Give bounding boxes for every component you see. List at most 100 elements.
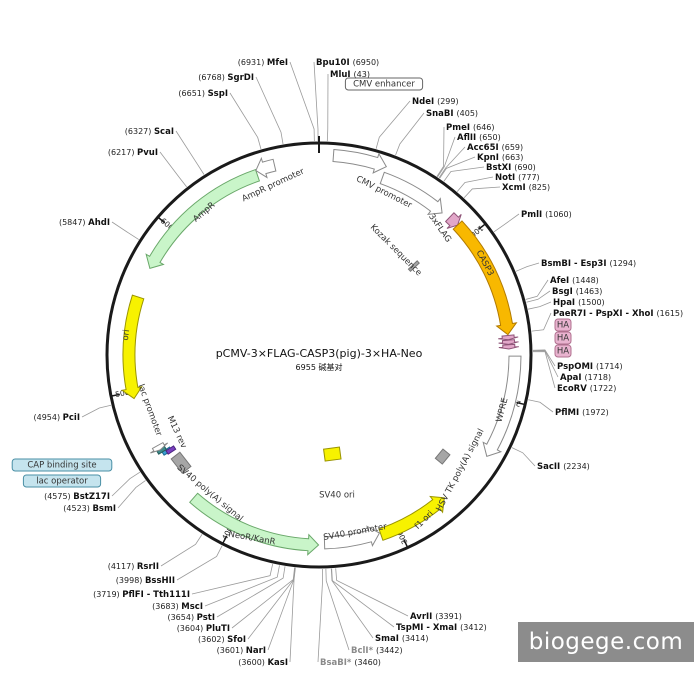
tick-6000 xyxy=(157,216,166,224)
site-position: (6931) xyxy=(238,58,267,67)
site-name: SnaBI xyxy=(426,109,457,119)
site-name: AvrII xyxy=(410,612,435,622)
leader-kpni xyxy=(439,156,476,179)
site-pspomi: PspOMI (1714) xyxy=(557,362,623,372)
leader-pflmi xyxy=(528,399,554,413)
site-name: TspMI - XmaI xyxy=(396,623,460,633)
site-position: (4117) xyxy=(108,562,137,571)
feature-3xflag xyxy=(444,212,462,229)
site-name: XcmI xyxy=(502,183,529,193)
site-xcmi: XcmI (825) xyxy=(502,183,550,193)
plasmid-title: pCMV-3×FLAG-CASP3(pig)-3×HA-Neo xyxy=(216,347,423,360)
site-position: (1500) xyxy=(578,298,605,307)
feature-label-lac-promoter: lac promoter xyxy=(136,383,164,438)
site-position: (1722) xyxy=(590,384,617,393)
site-name: PaeR7I - PspXI - XhoI xyxy=(553,309,657,319)
site-mfei: (6931) MfeI xyxy=(238,58,288,68)
site-name: PvuI xyxy=(137,148,158,158)
feature-ampr-promoter xyxy=(255,156,277,179)
site-position: (1448) xyxy=(572,276,599,285)
leader-ecorv xyxy=(532,351,556,389)
site-name: AflII xyxy=(457,133,479,143)
site-name: PmeI xyxy=(446,123,473,133)
site-position: (3719) xyxy=(93,590,122,599)
site-position: (3414) xyxy=(402,634,429,643)
leader-bsmi xyxy=(117,480,146,509)
site-position: (3601) xyxy=(217,646,246,655)
site-position: (3442) xyxy=(376,646,403,655)
feature-hsv-tk-poly-a-signal xyxy=(434,448,451,465)
site-position: (3604) xyxy=(177,624,206,633)
site-pmli: PmlI (1060) xyxy=(521,210,572,220)
leader-kasi xyxy=(289,567,296,663)
leader-bstz17i xyxy=(111,471,141,497)
plasmid-size: 6955 碱基对 xyxy=(296,362,343,372)
site-psti: (3654) PstI xyxy=(167,613,215,623)
feature-m13-rev xyxy=(165,445,177,455)
site-name: AhdI xyxy=(88,218,110,228)
leader-afei xyxy=(525,279,549,300)
site-position: (3412) xyxy=(460,623,487,632)
site-position: (1714) xyxy=(596,362,623,371)
watermark: biogege.com xyxy=(528,629,684,655)
site-ndei: NdeI (299) xyxy=(412,97,459,107)
site-pvui: (6217) PvuI xyxy=(108,148,158,158)
feature-ha-2 xyxy=(498,339,519,345)
site-bpu10i: Bpu10I (6950) xyxy=(316,58,379,68)
site-name: PmlI xyxy=(521,210,545,220)
site-sfoi: (3602) SfoI xyxy=(198,635,246,645)
site-name: MluI xyxy=(330,70,354,80)
site-position: (299) xyxy=(437,97,459,106)
site-kasi: (3600) KasI xyxy=(238,658,288,668)
site-noti: NotI (777) xyxy=(495,173,540,183)
site-rsrii: (4117) RsrII xyxy=(108,562,159,572)
site-name: SmaI xyxy=(375,634,402,644)
site-bsshii: (3998) BssHII xyxy=(116,576,175,586)
site-leader-lines xyxy=(81,61,559,663)
feature-label-cmv-enhancer-box xyxy=(344,77,424,91)
site-name: Acc65I xyxy=(467,143,502,153)
feature-label-sv40-ori: SV40 ori xyxy=(319,491,355,501)
site-bstxi: BstXI (690) xyxy=(486,163,536,173)
leader-smai xyxy=(330,568,374,639)
site-position: (4523) xyxy=(63,504,92,513)
site-name: NdeI xyxy=(412,97,437,107)
leader-pcii xyxy=(81,404,112,418)
site-bstz17i: (4575) BstZ17I xyxy=(44,492,110,502)
leader-hpai xyxy=(527,301,552,310)
feature-ha-1 xyxy=(498,334,519,341)
site-bcli: BclI* (3442) xyxy=(351,646,403,656)
tick-1000 xyxy=(477,223,486,230)
site-position: (690) xyxy=(514,163,536,172)
leader-sfoi xyxy=(247,567,296,640)
site-mlui: MluI (43) xyxy=(330,70,370,80)
site-position: (43) xyxy=(354,70,370,79)
site-position: (1294) xyxy=(609,259,636,268)
feature-label-lac-operator: lac operator xyxy=(36,477,88,487)
feature-label-ha-3: HA xyxy=(557,347,569,357)
site-position: (1463) xyxy=(576,287,603,296)
site-name: EcoRV xyxy=(557,384,590,394)
site-position: (1060) xyxy=(545,210,572,219)
site-position: (3602) xyxy=(198,635,227,644)
site-position: (3654) xyxy=(167,613,196,622)
leader-pflfi-tth111i xyxy=(191,563,274,595)
site-name: KasI xyxy=(267,658,288,668)
site-position: (6768) xyxy=(198,73,227,82)
tick-3000 xyxy=(403,539,409,548)
site-name: PspOMI xyxy=(557,362,596,372)
tick-2000 xyxy=(516,401,526,406)
leader-scai xyxy=(175,130,205,175)
site-name: BssHII xyxy=(145,576,175,586)
feature-label-ha-1: HA xyxy=(557,321,569,331)
site-bsgi: BsgI (1463) xyxy=(552,287,602,297)
site-snabi: SnaBI (405) xyxy=(426,109,478,119)
feature-label-ha-2: HA xyxy=(557,334,569,344)
feature-sv40-ori xyxy=(322,446,342,462)
leader-noti xyxy=(456,176,494,192)
leader-ahdi xyxy=(111,221,140,240)
site-msci: (3683) MscI xyxy=(152,602,203,612)
site-sacii: SacII (2234) xyxy=(537,462,590,472)
site-position: (3683) xyxy=(152,602,181,611)
